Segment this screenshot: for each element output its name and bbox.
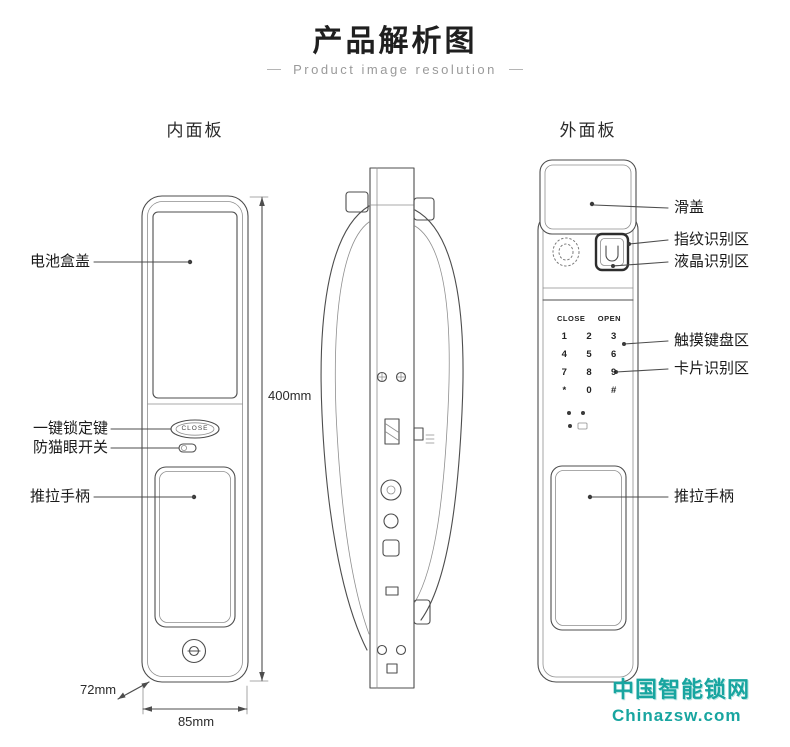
- outer-handle-shape: [550, 465, 627, 631]
- fingerprint-icon: [552, 232, 630, 272]
- keypad-key: 1: [561, 330, 567, 342]
- keypad-key: 8: [586, 366, 592, 378]
- label-touch-keypad-area: 触摸键盘区: [674, 332, 750, 349]
- watermark: 中国智能锁网 Chinazsw.com: [612, 672, 782, 726]
- label-slide-cover: 滑盖: [674, 199, 705, 216]
- dimension-depth: 72mm: [80, 682, 117, 697]
- subtitle-rule-right: [508, 69, 523, 70]
- keypad-key: 3: [611, 330, 617, 342]
- keypad-key: 9: [611, 366, 617, 378]
- side-view-drawing: [320, 167, 464, 689]
- keypad-key: #: [611, 384, 617, 396]
- watermark-site-name: 中国智能锁网: [612, 677, 751, 702]
- keypad-key: 2: [586, 330, 592, 342]
- dimension-width: 85mm: [177, 714, 215, 729]
- touch-keypad: CLOSE OPEN 1 2 3 4 5 6 7 8 9 * 0 #: [552, 314, 626, 399]
- outer-panel-drawing: [537, 159, 639, 683]
- label-battery-cover: 电池盒盖: [29, 253, 90, 270]
- label-outer-handle: 推拉手柄: [674, 488, 735, 505]
- subtitle-rule-left: [267, 69, 282, 70]
- label-one-key-lock: 一键锁定键: [32, 420, 108, 437]
- inner-panel-drawing: [141, 195, 249, 683]
- label-card-reader-area: 卡片识别区: [674, 360, 750, 377]
- keypad-key: 7: [561, 366, 567, 378]
- keypad-key: *: [562, 384, 567, 396]
- battery-cover-shape: [152, 211, 238, 399]
- subtitle-text: Product image resolution: [293, 62, 497, 77]
- label-fingerprint-area: 指纹识别区: [674, 231, 750, 248]
- inner-panel-heading: 内面板: [166, 121, 224, 140]
- page-subtitle: Product image resolution: [0, 62, 790, 77]
- keypad-close-label: CLOSE: [557, 314, 586, 323]
- keypad-grid: 1 2 3 4 5 6 7 8 9 * 0 #: [552, 327, 626, 399]
- dimension-lines: [117, 196, 269, 715]
- outer-panel-leader-lines: [591, 204, 669, 498]
- label-anti-peephole-switch: 防猫眼开关: [32, 439, 108, 456]
- outer-panel-heading: 外面板: [559, 121, 617, 140]
- keyhole-icon: [181, 638, 207, 664]
- dimension-height: 400mm: [268, 388, 312, 403]
- label-inner-handle: 推拉手柄: [29, 488, 90, 505]
- inner-handle-shape: [154, 466, 236, 628]
- watermark-site-url: Chinazsw.com: [612, 706, 742, 725]
- keypad-key: 0: [586, 384, 592, 396]
- page-title: 产品解析图: [312, 25, 478, 58]
- keypad-key: 4: [561, 348, 567, 360]
- latch-bolt-shape: [384, 418, 400, 445]
- inner-panel-leader-lines: [93, 261, 195, 498]
- one-key-lock-button-label: CLOSE: [181, 425, 209, 432]
- keypad-key: 6: [611, 348, 617, 360]
- keypad-key: 5: [586, 348, 592, 360]
- label-lcd-area: 液晶识别区: [674, 253, 750, 270]
- keypad-open-label: OPEN: [597, 314, 621, 323]
